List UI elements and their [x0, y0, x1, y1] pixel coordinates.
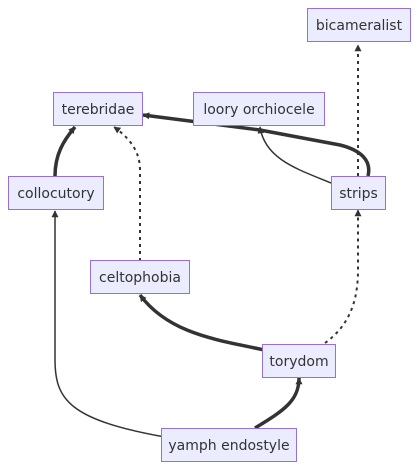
node-celtophobia[interactable]: celtophobia	[90, 260, 190, 294]
node-loory-orchiocele-label: loory orchiocele	[203, 102, 314, 118]
edge-torydom-to-strips	[324, 209, 362, 344]
node-collocutory[interactable]: collocutory	[8, 176, 104, 210]
node-terebridae-box	[53, 92, 143, 126]
node-torydom[interactable]: torydom	[262, 344, 336, 378]
edge-collocutory-to-terebridae	[53, 125, 77, 177]
node-strips-box	[331, 176, 386, 210]
node-collocutory-box	[8, 176, 104, 210]
node-loory-orchiocele[interactable]: loory orchiocele	[193, 92, 325, 126]
edge-strips-to-loory	[257, 126, 332, 184]
node-yamph-endostyle-box	[161, 428, 297, 462]
node-terebridae-label: terebridae	[62, 102, 135, 118]
node-collocutory-label: collocutory	[17, 186, 94, 202]
node-celtophobia-box	[90, 260, 190, 294]
node-terebridae[interactable]: terebridae	[53, 92, 143, 126]
node-yamph-endostyle[interactable]: yamph endostyle	[161, 428, 297, 462]
node-strips-label: strips	[339, 186, 378, 202]
edge-yamph-to-collocutory	[51, 210, 166, 438]
edge-celtophobia-to-terebridae	[113, 126, 141, 261]
node-bicameralist-label: bicameralist	[316, 18, 403, 34]
node-torydom-label: torydom	[269, 354, 328, 370]
node-strips[interactable]: strips	[331, 176, 386, 210]
node-loory-orchiocele-box	[193, 92, 325, 126]
node-celtophobia-label: celtophobia	[99, 270, 181, 286]
edge-yamph-to-torydom	[254, 377, 303, 430]
node-torydom-box	[262, 344, 336, 378]
edge-torydom-to-celtophobia	[138, 293, 265, 352]
node-bicameralist-box	[307, 8, 411, 42]
node-bicameralist[interactable]: bicameralist	[307, 8, 411, 42]
edges	[51, 44, 371, 438]
node-yamph-endostyle-label: yamph endostyle	[168, 438, 289, 454]
nodes: bicameralist terebridae loory orchiocele…	[8, 8, 411, 462]
